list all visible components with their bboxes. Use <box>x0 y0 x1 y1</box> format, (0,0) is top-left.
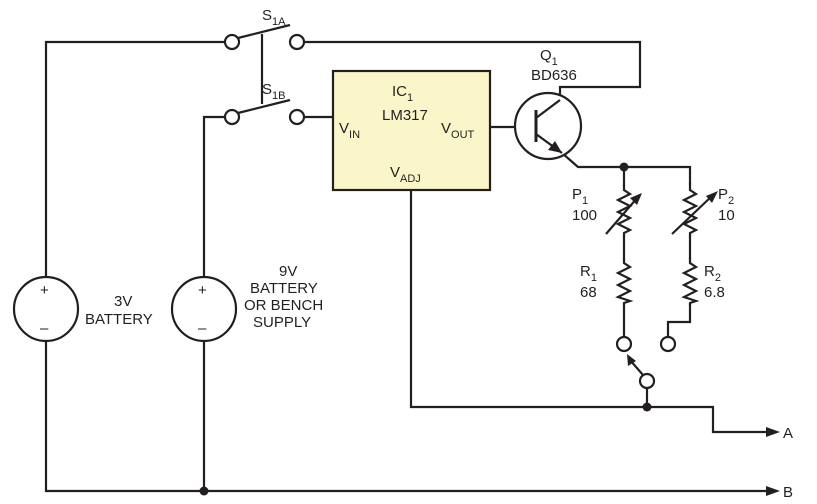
output-a-label: A <box>783 425 793 442</box>
range-switch <box>615 335 677 390</box>
q1-emitter-arrow <box>548 141 562 153</box>
wire-vadj-to-output-a <box>409 188 770 434</box>
battery-3v-plus: + <box>40 282 49 299</box>
ic1-vin-label: VIN <box>339 120 360 141</box>
battery-3v-label-line2: BATTERY <box>85 311 153 328</box>
battery-3v-symbol <box>12 275 80 343</box>
transistor-q1: Q1 BD636 <box>513 47 583 161</box>
switch-s1: S1A S1B <box>223 7 306 126</box>
supply-9v-plus: + <box>198 282 207 299</box>
wires <box>44 40 770 493</box>
q1-label: Q1 <box>540 47 558 68</box>
supply-9v-label-line2: BATTERY <box>250 280 318 297</box>
junction-emitter-node <box>619 162 629 172</box>
s1a-left-contact <box>223 33 241 51</box>
supply-9v-minus: – <box>198 320 207 337</box>
wire-battery3v-return <box>44 339 770 493</box>
ic1-vout-label: VOUT <box>441 120 475 141</box>
output-b-label: B <box>783 484 793 501</box>
p1-adjust-arrow <box>630 193 642 205</box>
wire-s1a-to-collector <box>302 40 642 102</box>
junctions <box>199 162 652 496</box>
ic1-lm317: IC1 LM317 VIN VOUT VADJ <box>331 69 492 192</box>
junction-output-a <box>642 402 652 412</box>
range-switch-common <box>638 372 656 390</box>
r1-label: R1 <box>580 263 597 284</box>
battery-3v-minus: – <box>40 320 49 337</box>
wire-emitter-to-node <box>560 151 692 185</box>
output-a-arrow <box>766 427 780 437</box>
range-switch-arrow <box>627 354 636 366</box>
s1a-label: S1A <box>262 7 286 28</box>
r1-value: 68 <box>580 284 597 301</box>
range-switch-contact-2 <box>659 335 677 353</box>
r2-zigzag <box>681 258 700 305</box>
range-switch-contact-1 <box>615 335 633 353</box>
wire-r2-to-terminal <box>666 303 692 339</box>
p1-value: 100 <box>572 207 597 224</box>
p2-label: P2 <box>718 186 734 207</box>
p2-value: 10 <box>718 207 735 224</box>
s1a-right-contact <box>288 33 306 51</box>
q1-part: BD636 <box>531 67 577 84</box>
ic1-label: IC1 <box>392 83 413 104</box>
ic1-vadj-label: VADJ <box>390 164 421 185</box>
ic1-part: LM317 <box>382 107 428 124</box>
s1a-blade <box>237 23 291 40</box>
r2-label: R2 <box>704 263 721 284</box>
junction-output-b <box>199 486 209 496</box>
supply-9v: + – 9V BATTERY OR BENCH SUPPLY <box>170 263 323 343</box>
s1b-left-contact <box>223 108 241 126</box>
s1b-label: S1B <box>262 81 285 102</box>
output-b-arrow <box>766 486 780 496</box>
battery-3v: + – 3V BATTERY <box>12 275 153 343</box>
outputs: A B <box>766 425 793 501</box>
supply-9v-symbol <box>170 275 238 343</box>
p1-zigzag <box>615 185 633 237</box>
p1-label: P1 <box>572 186 588 207</box>
q1-collector <box>535 99 561 119</box>
r2-value: 6.8 <box>704 284 725 301</box>
wire-battery3v-to-s1a <box>44 40 227 279</box>
s1b-right-contact <box>288 108 306 126</box>
supply-9v-label-line3: OR BENCH <box>244 297 323 314</box>
supply-9v-label-line4: SUPPLY <box>253 314 311 331</box>
p2-adjust-arrow <box>706 191 718 203</box>
ic1-body <box>331 69 492 192</box>
q1-envelope <box>513 91 583 161</box>
s1b-blade <box>237 98 291 115</box>
supply-9v-label-line1: 9V <box>279 263 297 280</box>
r1-zigzag <box>615 258 634 305</box>
battery-3v-label-line1: 3V <box>114 293 132 310</box>
p1-adjust-line <box>605 196 639 235</box>
wire-supply9v-to-s1b <box>202 115 227 279</box>
p2-zigzag <box>681 183 699 237</box>
resistor-network: P1 100 P2 10 R1 68 R2 6.8 <box>572 183 735 305</box>
p2-adjust-line <box>671 194 714 235</box>
